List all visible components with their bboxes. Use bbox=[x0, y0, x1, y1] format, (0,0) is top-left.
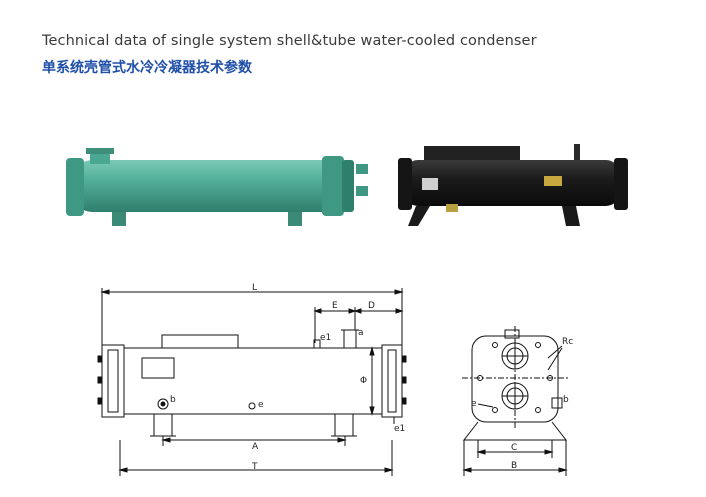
label-e: e bbox=[258, 400, 264, 410]
label-b: b bbox=[170, 395, 176, 405]
label-C: C bbox=[511, 443, 517, 453]
label-T: T bbox=[251, 462, 258, 472]
label-e1-top: e1 bbox=[320, 333, 331, 343]
title-chinese: 单系统壳管式水冷冷凝器技术参数 bbox=[42, 60, 252, 76]
black-condenser-photo bbox=[398, 144, 628, 226]
label-end-e: e bbox=[471, 399, 477, 409]
label-phi: Φ bbox=[360, 376, 367, 386]
title-english: Technical data of single system shell&tu… bbox=[42, 33, 537, 49]
green-condenser-photo bbox=[66, 148, 368, 226]
label-L: L bbox=[252, 283, 257, 293]
label-Rc: Rc bbox=[562, 337, 573, 347]
label-e1-bottom: e1 bbox=[394, 424, 405, 434]
label-E: E bbox=[332, 301, 338, 311]
label-A: A bbox=[252, 442, 259, 452]
label-D: D bbox=[368, 301, 375, 311]
label-end-b: b bbox=[563, 395, 569, 405]
label-B: B bbox=[511, 461, 517, 471]
label-a: a bbox=[358, 328, 364, 338]
